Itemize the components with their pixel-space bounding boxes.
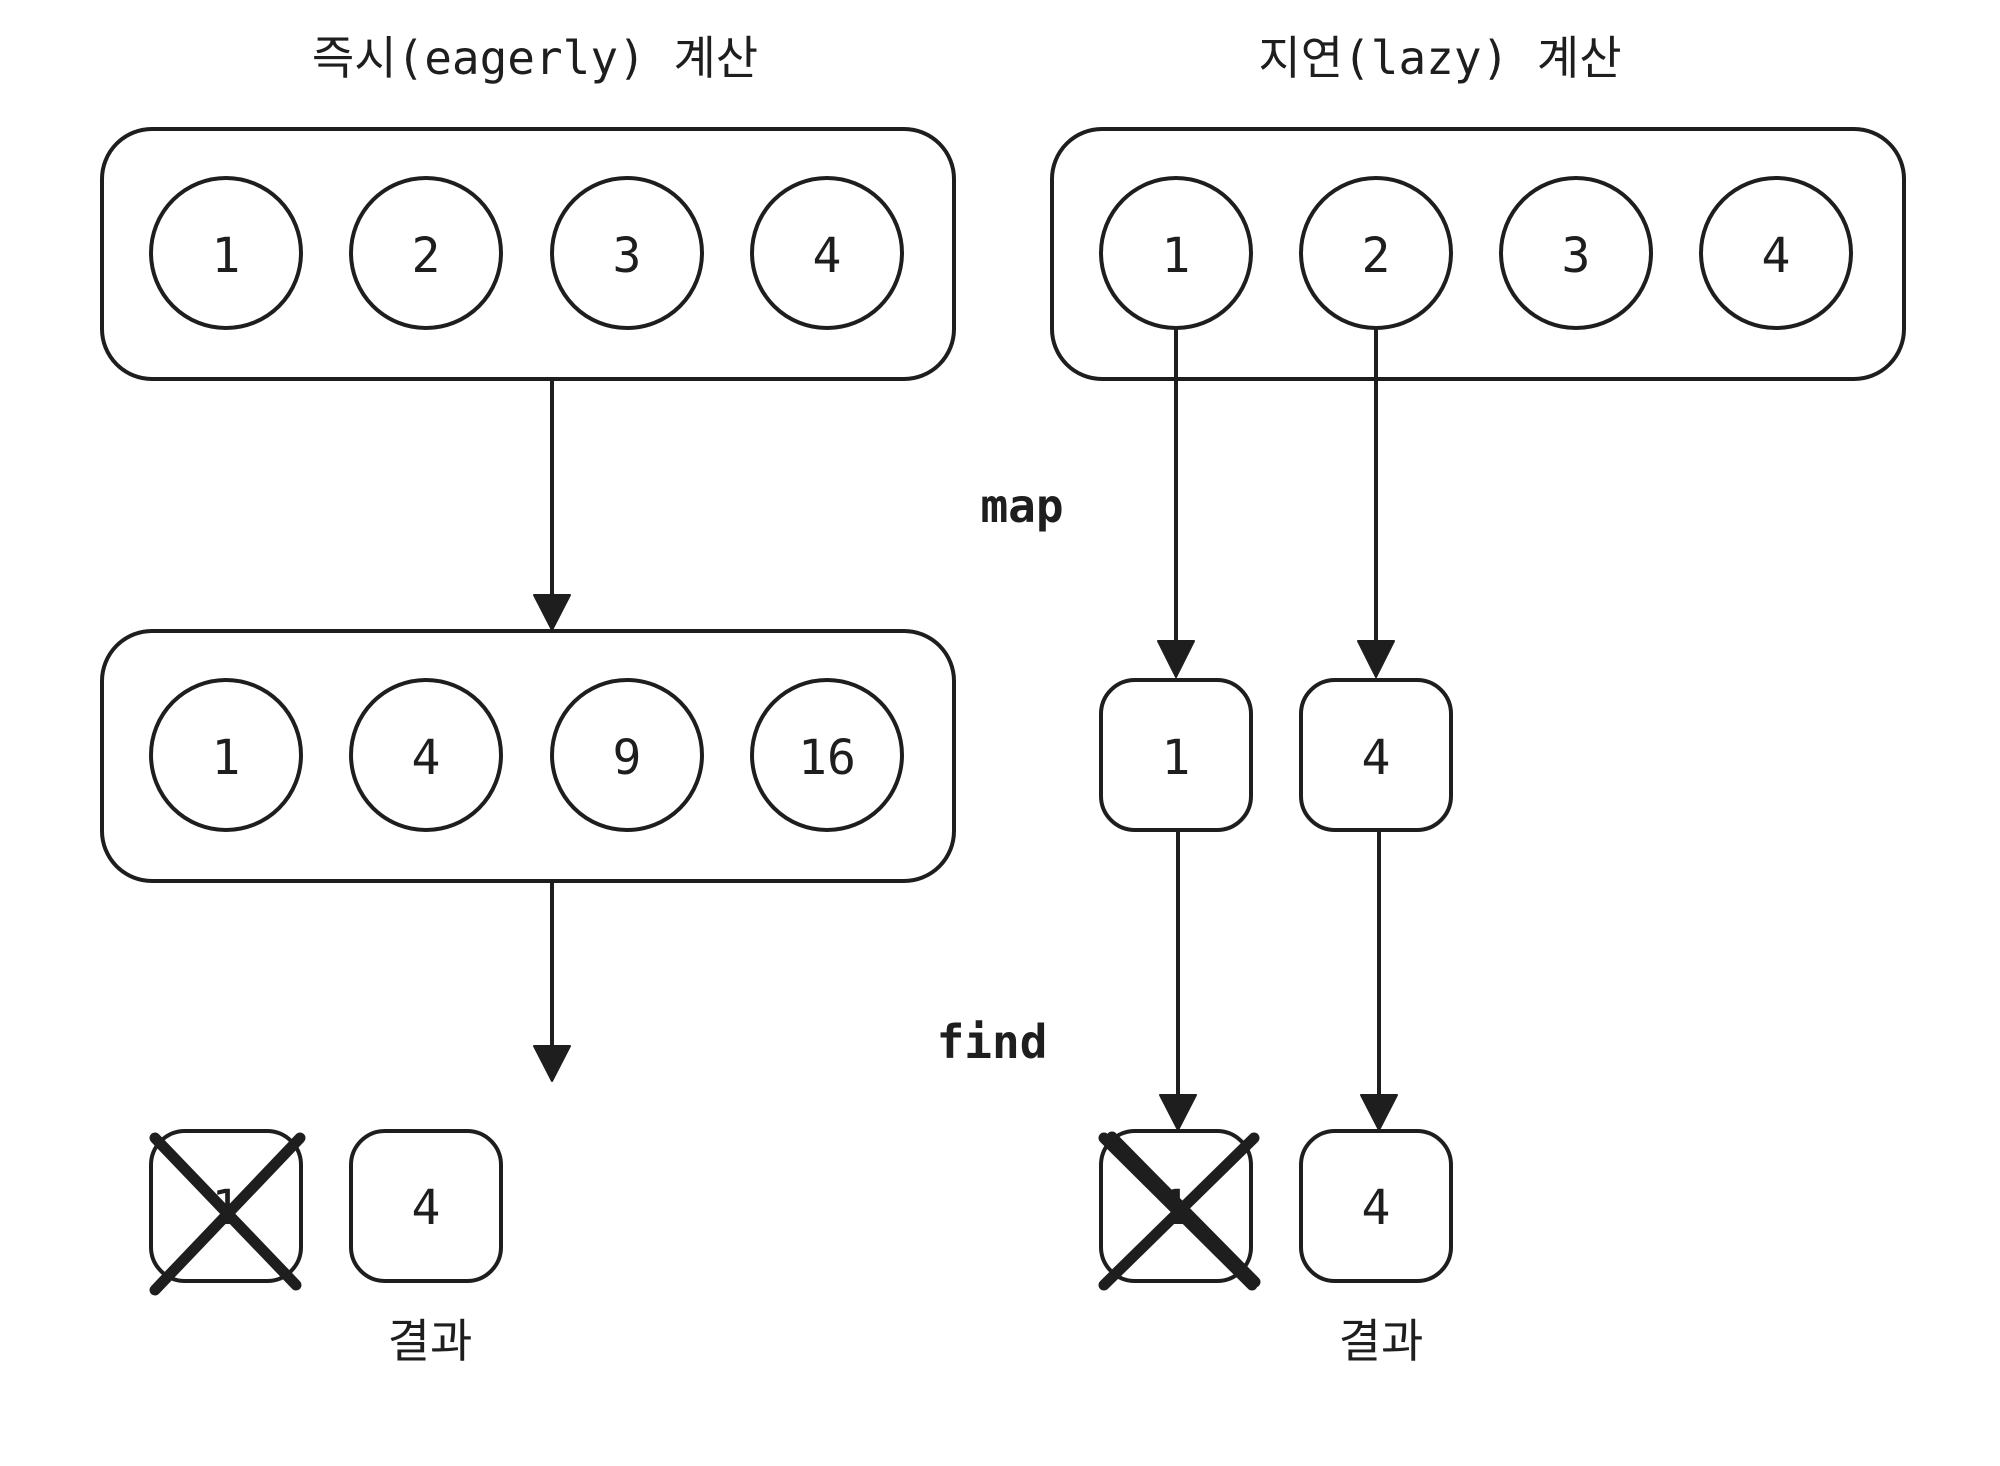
eager-map-arrow — [533, 377, 571, 631]
lazy-source-node: 2 — [1299, 176, 1453, 330]
lazy-result-node: 4 — [1299, 1129, 1453, 1283]
lazy-rejected-node: 1 — [1098, 1129, 1261, 1291]
node-value: 3 — [1562, 228, 1591, 284]
lazy-mapped-node: 1 — [1099, 678, 1253, 832]
find-label: find — [937, 1015, 1048, 1069]
node-value: 16 — [798, 730, 856, 786]
lazy-source-collection: 1 2 3 4 — [1050, 127, 1906, 381]
lazy-map-arrow — [1357, 328, 1395, 678]
eager-source-node: 2 — [349, 176, 503, 330]
lazy-result-label: 결과 — [1339, 1314, 1424, 1368]
eager-source-node: 3 — [550, 176, 704, 330]
lazy-find-arrow — [1360, 828, 1398, 1131]
lazy-source-node: 4 — [1699, 176, 1853, 330]
eager-mapped-node: 9 — [550, 678, 704, 832]
eager-source-collection: 1 2 3 4 — [100, 127, 956, 381]
node-value: 1 — [212, 228, 241, 284]
eager-result-node: 4 — [349, 1129, 503, 1283]
lazy-mapped-node: 4 — [1299, 678, 1453, 832]
lazy-source-node: 3 — [1499, 176, 1653, 330]
eager-mapped-collection: 1 4 9 16 — [100, 629, 956, 883]
eager-source-container — [100, 127, 956, 381]
node-value: 2 — [412, 228, 441, 284]
eager-rejected-node: 1 — [149, 1129, 306, 1296]
map-label: map — [980, 479, 1063, 533]
lazy-map-arrow — [1157, 328, 1195, 678]
lazy-source-container — [1050, 127, 1906, 381]
eager-find-arrow — [533, 879, 571, 1082]
node-value: 4 — [1362, 730, 1391, 786]
node-value: 4 — [813, 228, 842, 284]
node-value: 4 — [1762, 228, 1791, 284]
eager-mapped-node: 1 — [149, 678, 303, 832]
node-value: 1 — [212, 730, 241, 786]
node-value: 4 — [412, 1180, 441, 1236]
node-value: 2 — [1362, 228, 1391, 284]
node-value: 9 — [613, 730, 642, 786]
lazy-source-node: 1 — [1099, 176, 1253, 330]
node-value: 4 — [412, 730, 441, 786]
lazy-find-arrow — [1159, 828, 1197, 1131]
eager-source-node: 4 — [750, 176, 904, 330]
lazy-title: 지연(lazy) 계산 — [1258, 31, 1621, 85]
eager-source-node: 1 — [149, 176, 303, 330]
eager-mapped-container — [100, 629, 956, 883]
node-value: 3 — [613, 228, 642, 284]
node-value: 1 — [1162, 730, 1191, 786]
eager-result-label: 결과 — [388, 1314, 473, 1368]
node-value: 1 — [1162, 228, 1191, 284]
eager-title: 즉시(eagerly) 계산 — [312, 31, 758, 85]
eager-mapped-node: 16 — [750, 678, 904, 832]
node-value: 4 — [1362, 1180, 1391, 1236]
eager-mapped-node: 4 — [349, 678, 503, 832]
